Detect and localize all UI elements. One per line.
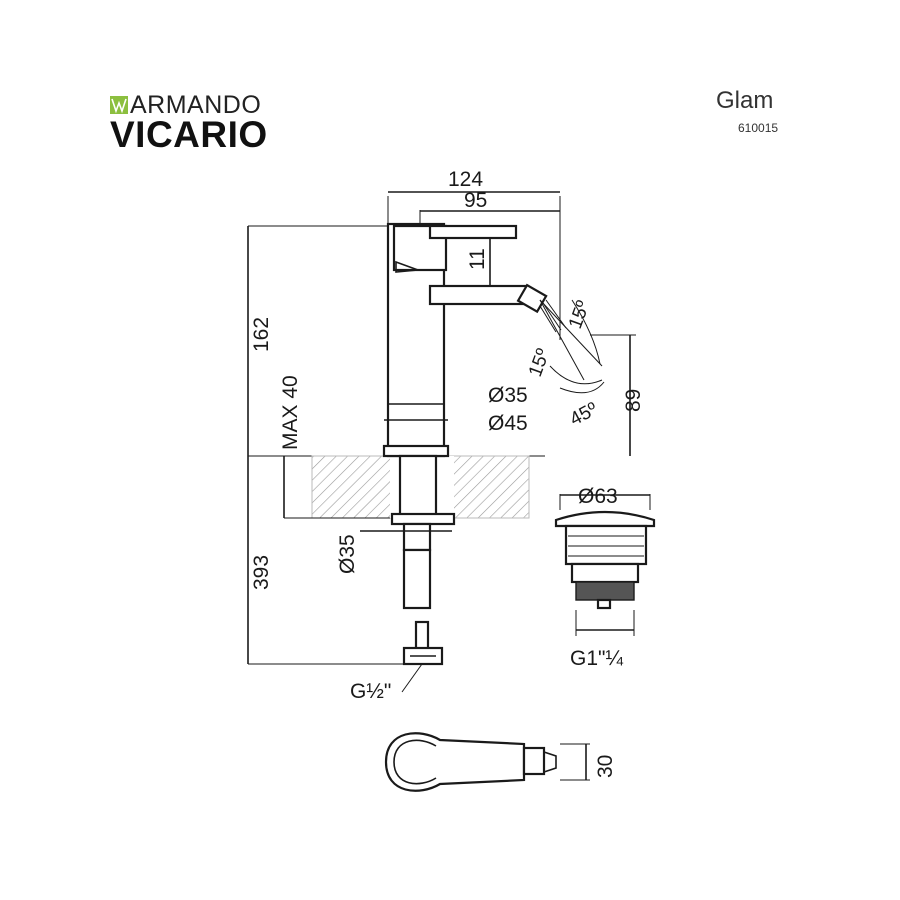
dimension-labels: 124 95 11 162 MAX 40 Ø35 Ø45 89 15º 15º …: [250, 168, 645, 703]
dim-angle-upper: 15º: [565, 298, 594, 332]
dim-top-depth: 30: [594, 755, 617, 778]
brand-name-line2: VICARIO: [110, 114, 268, 155]
dim-spout-height: 89: [622, 389, 645, 412]
dim-inlet-thread: G½": [350, 680, 391, 703]
faucet-front-view: [248, 222, 567, 666]
waste-drain-view: Ø63 G1"¼: [554, 485, 656, 670]
dim-lever-gap: 11: [466, 248, 489, 270]
dim-below-deck: 393: [250, 555, 273, 590]
dim-spout-reach: 95: [464, 189, 487, 212]
dim-waste-diameter: Ø63: [578, 485, 618, 508]
dim-angle-lower: 15º: [525, 346, 554, 380]
brand-logo: ARMANDO VICARIO: [110, 91, 268, 155]
dimension-lines: [247, 191, 636, 693]
dim-angle-swivel: 45º: [566, 399, 601, 431]
faucet-top-view: 30: [384, 732, 617, 792]
brand-name-line1: ARMANDO: [130, 91, 261, 119]
dim-body-diameter: Ø35: [488, 384, 528, 407]
dim-hole-diameter: Ø35: [336, 534, 359, 574]
product-name: Glam: [716, 87, 773, 114]
brand-mark-icon: [110, 96, 128, 114]
dim-height: 162: [250, 317, 273, 352]
dim-max-deck: MAX 40: [279, 375, 302, 450]
dim-waste-thread: G1"¼: [570, 647, 623, 670]
dim-base-diameter: Ø45: [488, 412, 528, 435]
dim-overall-width: 124: [448, 168, 483, 191]
product-code: 610015: [738, 121, 778, 135]
